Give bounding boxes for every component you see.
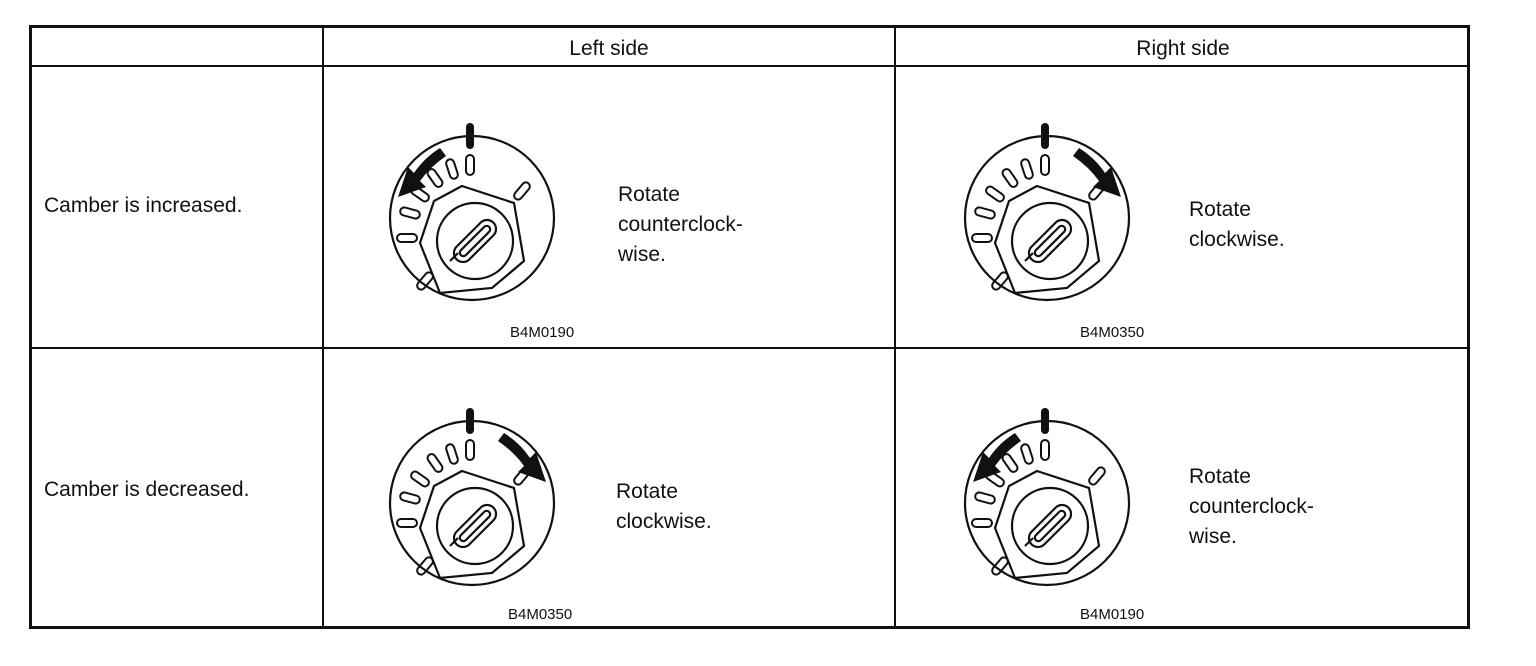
adjustment-table: Left side Right side Camber is increased… (29, 25, 1470, 629)
instruction-increased-left: Rotate counterclock- wise. (618, 180, 743, 270)
header-blank-cell (32, 28, 322, 68)
clockwise-arrow-icon (498, 433, 546, 482)
dial-ccw-illustration (388, 121, 556, 302)
clockwise-arrow-icon (1073, 148, 1121, 197)
dial-ccw-illustration (963, 406, 1131, 587)
header-left-side: Left side (569, 37, 649, 60)
camber-bolt-icon (963, 406, 1131, 587)
camber-bolt-icon (388, 406, 556, 587)
header-right-side: Right side (1136, 37, 1230, 60)
dial-cw-illustration (963, 121, 1131, 302)
column-divider-2 (894, 28, 896, 626)
instruction-line-2: wise. (618, 243, 666, 266)
instruction-line-1: Rotate counterclock- (1189, 465, 1314, 518)
instruction-decreased-right: Rotate counterclock- wise. (1189, 462, 1314, 552)
dial-cw-illustration (388, 406, 556, 587)
row-divider (32, 347, 1467, 349)
figure-code: B4M0350 (1080, 324, 1145, 341)
instruction-line-1: Rotate clockwise. (1189, 198, 1285, 251)
instruction-line-1: Rotate clockwise. (616, 480, 712, 533)
figure-code: B4M0350 (508, 606, 573, 623)
figure-code: B4M0190 (1080, 606, 1145, 623)
instruction-line-2: wise. (1189, 525, 1237, 548)
row-label-increased: Camber is increased. (44, 194, 243, 217)
row-label-decreased: Camber is decreased. (44, 478, 250, 501)
header-divider (32, 65, 1467, 67)
figure-code: B4M0190 (510, 324, 575, 341)
instruction-line-1: Rotate counterclock- (618, 183, 743, 236)
camber-bolt-icon (963, 121, 1131, 302)
instruction-increased-right: Rotate clockwise. (1189, 195, 1285, 255)
column-divider-1 (322, 28, 324, 626)
camber-bolt-icon (388, 121, 556, 302)
instruction-decreased-left: Rotate clockwise. (616, 477, 712, 537)
